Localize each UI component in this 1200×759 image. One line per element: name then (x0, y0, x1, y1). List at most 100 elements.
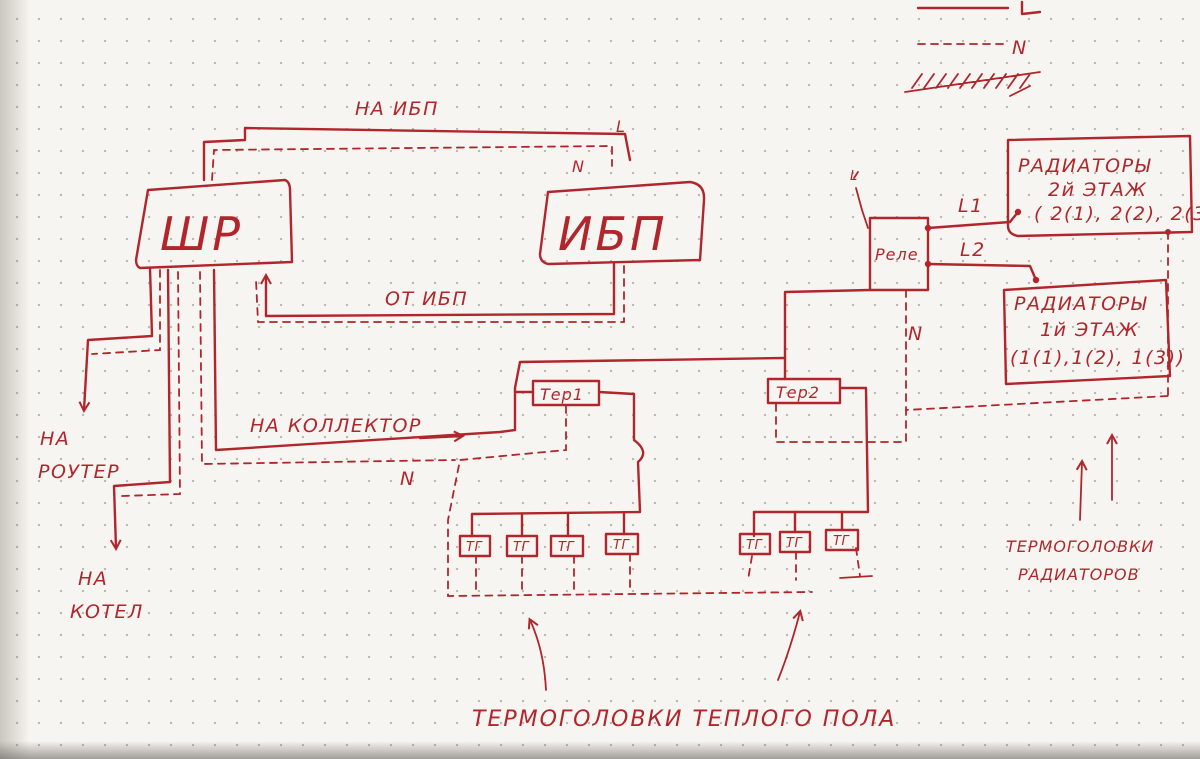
ter2-branches (793, 510, 844, 534)
router-label-line1: НА (40, 428, 70, 450)
legend-solid-letter (1020, 0, 1042, 16)
router-label-line2: РОУТЕР (38, 461, 120, 483)
rad1-title: РАДИАТОРЫ (1014, 293, 1148, 315)
ibp-unit: ИБП (538, 180, 706, 266)
legend: N (904, 0, 1042, 97)
tg-1-3 (549, 534, 585, 558)
rele-box (868, 216, 930, 292)
wire-l2-label: L2 (960, 239, 986, 261)
wire-l2 (926, 262, 1038, 282)
tg-1-2 (505, 534, 539, 558)
radiator-heads-line2: РАДИАТОРОВ (1018, 565, 1140, 584)
tg-2-3 (824, 528, 860, 552)
wire-ibp-l-label: L (616, 117, 626, 136)
radiator-heads-line1: ТЕРМОГОЛОВКИ (1006, 537, 1154, 556)
floor-arrow-2 (777, 612, 800, 681)
shr-box (134, 178, 294, 270)
wire-collector-label: НА КОЛЛЕКТОР (250, 415, 422, 437)
wire-collector: НА КОЛЛЕКТОР N (199, 268, 787, 490)
wire-to-ibp: НА ИБП N L (202, 98, 632, 182)
rele-input-label: L (850, 169, 858, 184)
rele-feed-l (783, 288, 872, 360)
wire-to-ibp-l (202, 126, 632, 182)
rele-n-label: N (908, 323, 924, 345)
ter1-label: Тер1 (540, 385, 584, 404)
radiators-floor2: РАДИАТОРЫ 2й ЭТАЖ ( 2(1), 2(2), 2(3)) (1006, 134, 1200, 238)
tg-1-1 (458, 534, 492, 558)
wire-l1-node (924, 224, 932, 232)
radiator-heads-arrows: ТЕРМОГОЛОВКИ РАДИАТОРОВ (1006, 436, 1154, 584)
ter1-out (470, 390, 645, 538)
wire-collector-l (212, 268, 787, 452)
wire-boiler-l (114, 268, 172, 548)
tg-group-2: ТГ ТГ ТГ (738, 528, 860, 556)
tg-1-4 (604, 532, 640, 556)
wire-from-ibp: ОТ ИБП (255, 262, 625, 323)
ter1-n-branches (475, 553, 631, 593)
wire-collector-n-label: N (400, 468, 416, 490)
page-shadow-bottom (0, 741, 1200, 759)
page-shadow-left (0, 0, 30, 759)
rad-arrow-1 (1080, 462, 1082, 521)
rele-input-wire (853, 171, 869, 229)
output-router: НА РОУТЕР (38, 266, 161, 483)
ter2-label: Тер2 (776, 383, 820, 402)
tg-1-2-label: ТГ (513, 540, 530, 555)
tg-2-2-label: ТГ (786, 536, 803, 551)
ter1-group: Тер1 ТГ ТГ ТГ ТГ (447, 379, 813, 597)
ter2-out (752, 386, 870, 538)
ter2-n (775, 395, 1169, 443)
ibp-box (538, 180, 706, 266)
wire-l2-node (924, 260, 932, 268)
shr-label: ШР (160, 207, 243, 261)
tg-1-1-label: ТГ (466, 540, 483, 555)
rad1-floor: 1й ЭТАЖ (1040, 319, 1139, 341)
shr-panel: ШР (134, 178, 294, 270)
rad1-box (1002, 278, 1172, 386)
rele-label: Реле (875, 245, 919, 264)
wire-l1-end-node (1014, 208, 1022, 216)
wire-collector-arrow (418, 436, 462, 438)
ibp-label: ИБП (558, 207, 668, 261)
floor-heads-caption: ТЕРМОГОЛОВКИ ТЕПЛОГО ПОЛА (472, 707, 896, 732)
rad2-items: ( 2(1), 2(2), 2(3)) (1034, 203, 1200, 225)
wire-router-l (84, 266, 154, 410)
wire-to-ibp-label: НА ИБП (355, 98, 439, 120)
legend-hatched-line (904, 71, 1041, 97)
rad2-box (1006, 134, 1194, 238)
wire-from-ibp-n (255, 265, 625, 323)
wire-to-ibp-n (211, 145, 613, 181)
radiator-feeds: L1 L2 (924, 195, 1169, 397)
ter2-n-branches (747, 547, 861, 581)
ter2-box (766, 377, 842, 405)
ter2-group: Тер2 ТГ ТГ ТГ (738, 356, 1169, 581)
rad2-title: РАДИАТОРЫ (1018, 155, 1152, 177)
wire-from-ibp-l (266, 262, 616, 318)
boiler-label-line2: КОТЕЛ (70, 601, 144, 623)
tg-2-1 (738, 532, 772, 556)
ter2-n-end (839, 575, 873, 579)
rad2-floor: 2й ЭТАЖ (1048, 179, 1147, 201)
rele-unit: Реле L N (783, 169, 930, 411)
tg-1-4-label: ТГ (613, 538, 630, 553)
legend-dashed-label: N (1012, 37, 1028, 59)
ter1-branches (520, 512, 626, 538)
tg-1-3-label: ТГ (558, 540, 575, 555)
tg-2-3-label: ТГ (833, 534, 850, 549)
output-boiler: НА КОТЕЛ (70, 268, 181, 623)
radiators-floor1: РАДИАТОРЫ 1й ЭТАЖ (1(1),1(2), 1(3)) (1002, 278, 1184, 386)
boiler-label-line1: НА (78, 568, 108, 590)
wire-l1-label: L1 (958, 195, 984, 217)
tg-2-2 (778, 530, 812, 554)
wire-l2-end-node (1032, 276, 1040, 284)
floor-arrow-1 (530, 620, 547, 691)
wire-ibp-n-label: N (572, 157, 585, 176)
floor-heads-arrows: ТЕРМОГОЛОВКИ ТЕПЛОГО ПОЛА (472, 612, 896, 732)
tg-group-1: ТГ ТГ ТГ ТГ (458, 532, 640, 558)
wire-router-n (91, 269, 161, 355)
tg-2-1-label: ТГ (746, 538, 763, 553)
wire-boiler-n (121, 271, 181, 497)
rad2-n-node (1165, 229, 1171, 235)
